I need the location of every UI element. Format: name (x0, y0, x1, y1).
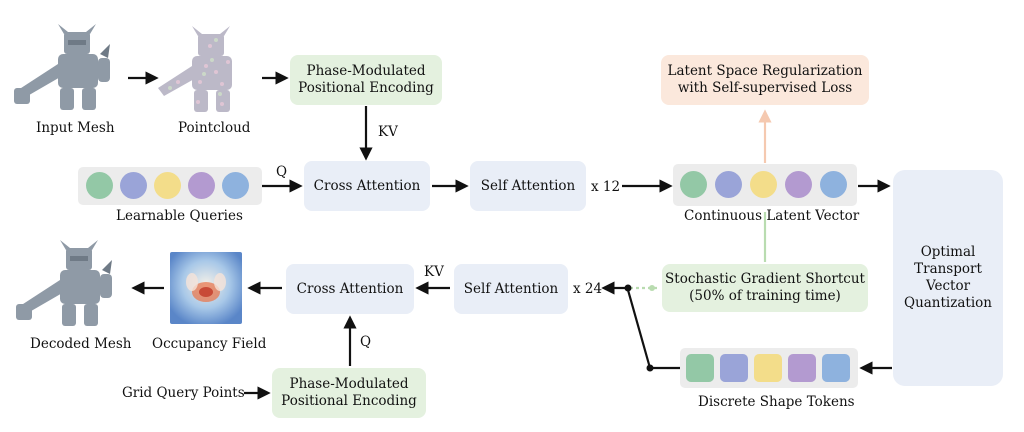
cross-attention-decoder: Cross Attention (286, 264, 414, 314)
input-mesh-label: Input Mesh (36, 120, 115, 136)
decoded-mesh-label: Decoded Mesh (30, 336, 132, 352)
cross-attention-encoder: Cross Attention (304, 161, 430, 211)
token-square-1 (686, 354, 714, 382)
pe-top-line1: Phase-Modulated (306, 63, 426, 79)
sgs-line1: Stochastic Gradient Shortcut (665, 271, 865, 287)
kv-dec-label: KV (424, 264, 444, 280)
ot-vq-line1: Optimal (920, 244, 976, 260)
junction-dot-top (624, 284, 632, 292)
latent-circle-4 (785, 171, 812, 198)
latent-circle-3 (750, 171, 777, 198)
query-circle-2 (120, 172, 147, 199)
latent-circle-5 (820, 171, 847, 198)
self-attention-decoder: Self Attention (454, 264, 568, 314)
pointcloud-label: Pointcloud (178, 120, 251, 136)
query-circle-1 (86, 172, 113, 199)
latent-reg-line1: Latent Space Regularization (667, 63, 863, 79)
ot-vq-line2: Transport (914, 261, 982, 277)
ot-vq-box: Optimal Transport Vector Quantization (893, 170, 1003, 386)
latent-reg-box: Latent Space Regularization with Self-su… (661, 55, 869, 105)
pe-bottom-line2: Positional Encoding (281, 393, 417, 409)
latent-circle-2 (715, 171, 742, 198)
token-square-3 (754, 354, 782, 382)
input-mesh-image (14, 24, 110, 110)
pe-bottom-line1: Phase-Modulated (289, 376, 409, 392)
sgs-line2: (50% of training time) (689, 288, 841, 304)
discrete-tokens-label: Discrete Shape Tokens (698, 394, 855, 410)
q-top-label: Q (276, 164, 288, 180)
pe-top-box: Phase-Modulated Positional Encoding (290, 55, 442, 105)
token-square-2 (720, 354, 748, 382)
kv-top-label: KV (378, 124, 398, 140)
query-circle-4 (188, 172, 215, 199)
line-tokens-up (626, 289, 652, 369)
latent-circle-1 (680, 171, 707, 198)
pe-bottom-box: Phase-Modulated Positional Encoding (272, 368, 426, 418)
query-circle-3 (154, 172, 181, 199)
occupancy-label: Occupancy Field (152, 336, 267, 352)
latent-reg-line2: with Self-supervised Loss (677, 80, 853, 96)
pointcloud-image (158, 26, 232, 112)
ot-vq-line4: Quantization (904, 295, 992, 311)
grid-query-label: Grid Query Points (122, 385, 245, 401)
token-square-5 (822, 354, 850, 382)
query-circle-5 (222, 172, 249, 199)
x24-label: x 24 (573, 281, 603, 297)
occupancy-field-image (170, 252, 242, 324)
ot-vq-line3: Vector (925, 278, 971, 294)
sgs-dot (649, 285, 655, 291)
pe-top-line2: Positional Encoding (298, 80, 434, 96)
q-dec-label: Q (360, 334, 372, 350)
sgs-box: Stochastic Gradient Shortcut (50% of tra… (662, 264, 868, 312)
x12-label: x 12 (591, 179, 621, 195)
self-attention-encoder: Self Attention (470, 161, 586, 211)
decoded-mesh-image (16, 240, 112, 326)
token-square-4 (788, 354, 816, 382)
continuous-latent-label: Continuous Latent Vector (684, 208, 860, 224)
learnable-queries-label: Learnable Queries (116, 208, 243, 224)
junction-dot-bottom (646, 364, 654, 372)
